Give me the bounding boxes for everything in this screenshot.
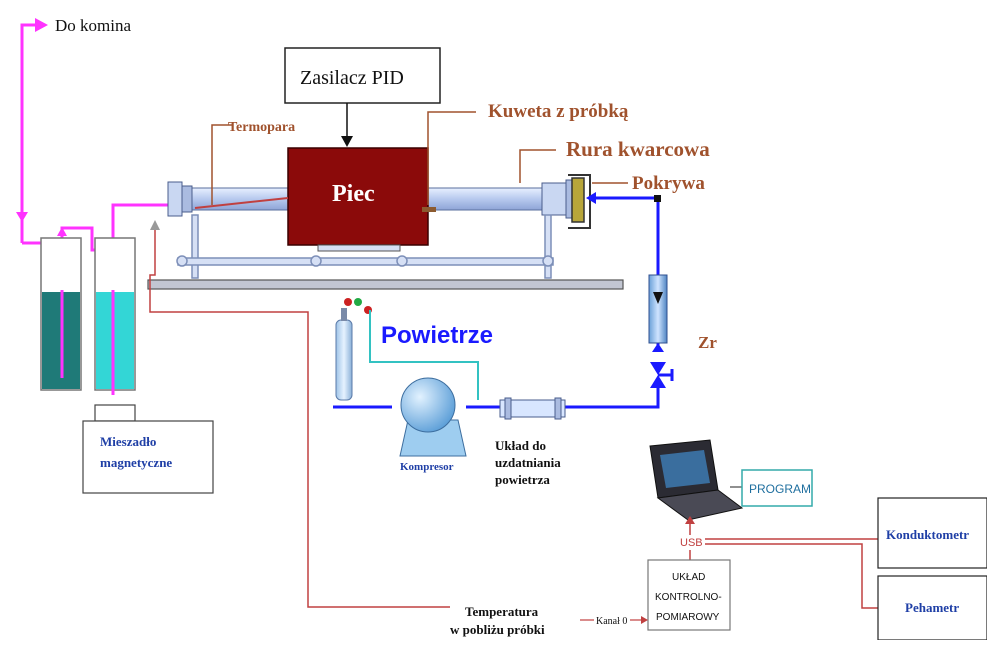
sample-cuvette	[422, 207, 436, 212]
label-leaders	[211, 111, 628, 205]
do-komina-label: Do komina	[55, 16, 131, 35]
wash-bottle-right	[94, 237, 136, 391]
thermocouple-cable	[149, 230, 450, 608]
mieszadlo-label-1: Mieszadło	[100, 434, 156, 449]
control-unit-box	[647, 559, 731, 631]
thermocouple-probe	[194, 197, 289, 209]
control-unit-label-1: UKŁAD	[672, 572, 705, 583]
valve-icon	[650, 362, 674, 388]
termopara-label: Termopara	[228, 120, 295, 135]
cylinder-hose	[369, 310, 479, 400]
rotameter-arrow-icon	[652, 343, 664, 352]
pokrywa-label: Pokrywa	[632, 173, 705, 194]
uklad-label-1: Układ do	[495, 438, 546, 453]
rotameter	[648, 274, 668, 344]
temperature-label-1: Temperatura	[465, 604, 539, 619]
mieszadlo-label-2: magnetyczne	[100, 455, 172, 470]
program-box	[741, 469, 813, 507]
exhaust-arrow-down-icon	[16, 212, 28, 222]
magnetic-stirrer	[82, 404, 214, 494]
program-label: PROGRAM	[749, 482, 811, 496]
left-tube-fitting	[167, 181, 193, 217]
powietrze-label: Powietrze	[381, 322, 493, 349]
zr-label: Zr	[698, 333, 717, 352]
control-unit-label-3: POMIAROWY	[656, 612, 720, 623]
uklad-label-2: uzdatniania	[495, 455, 561, 470]
pid-arrow-icon	[341, 136, 353, 147]
pehametr-box	[877, 575, 987, 641]
thermo-arrow-icon	[150, 220, 160, 230]
konduktometr-label: Konduktometr	[886, 527, 969, 542]
kanal-arrow-icon	[641, 616, 648, 624]
pehametr-label: Pehametr	[905, 600, 959, 615]
uklad-label-3: powietrza	[495, 472, 550, 487]
pid-supply-box	[284, 47, 441, 104]
control-unit-label-2: KONTROLNO-	[655, 592, 722, 603]
instrument-cables	[705, 538, 878, 609]
gas-cylinder-icon	[335, 298, 372, 401]
base-plate	[147, 279, 624, 290]
laptop-icon	[649, 439, 744, 521]
rig-frame	[176, 214, 554, 279]
exhaust-arrow-icon	[35, 18, 48, 32]
compressor-icon	[399, 377, 467, 457]
kanal-label: Kanał 0	[596, 616, 627, 627]
wash-bottle-left	[40, 237, 82, 391]
temperature-label-2: w pobliżu próbki	[450, 622, 545, 637]
pokrywa-cover	[568, 174, 591, 229]
air-inlet-arrow-icon	[586, 192, 596, 204]
kompresor-label: Kompresor	[400, 461, 454, 473]
exhaust-arrow-up-icon	[57, 227, 67, 236]
furnace-stand	[317, 244, 401, 252]
usb-label: USB	[680, 537, 703, 549]
kuweta-label: Kuweta z próbką	[488, 101, 629, 122]
piec-label: Piec	[332, 181, 375, 207]
pid-supply-label: Zasilacz PID	[300, 67, 404, 89]
rura-label: Rura kwarcowa	[566, 137, 710, 161]
konduktometr-box	[877, 497, 987, 569]
air-treatment-unit	[499, 397, 566, 420]
